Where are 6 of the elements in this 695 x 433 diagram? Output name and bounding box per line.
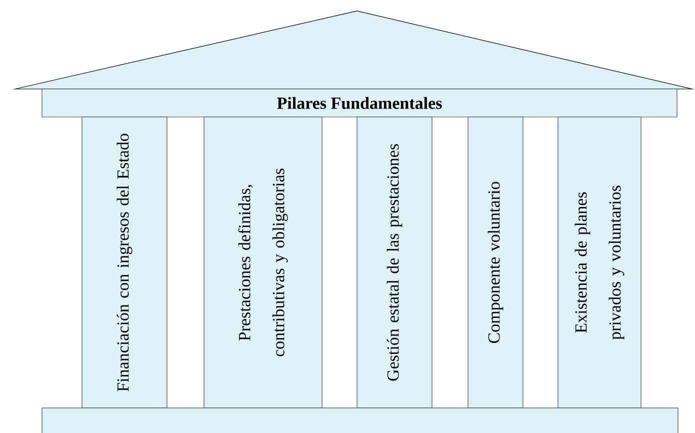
pillar-box: Gestión estatal de las prestaciones: [356, 116, 432, 408]
pillar-box: Financiación con ingresos del Estado: [82, 116, 168, 408]
pillar-box: Componente voluntario: [468, 116, 524, 408]
base-box: [42, 408, 678, 433]
pillar-box: Existencia de planes privados y voluntarios: [558, 116, 642, 408]
title-band: Pilares Fundamentales: [42, 88, 678, 118]
